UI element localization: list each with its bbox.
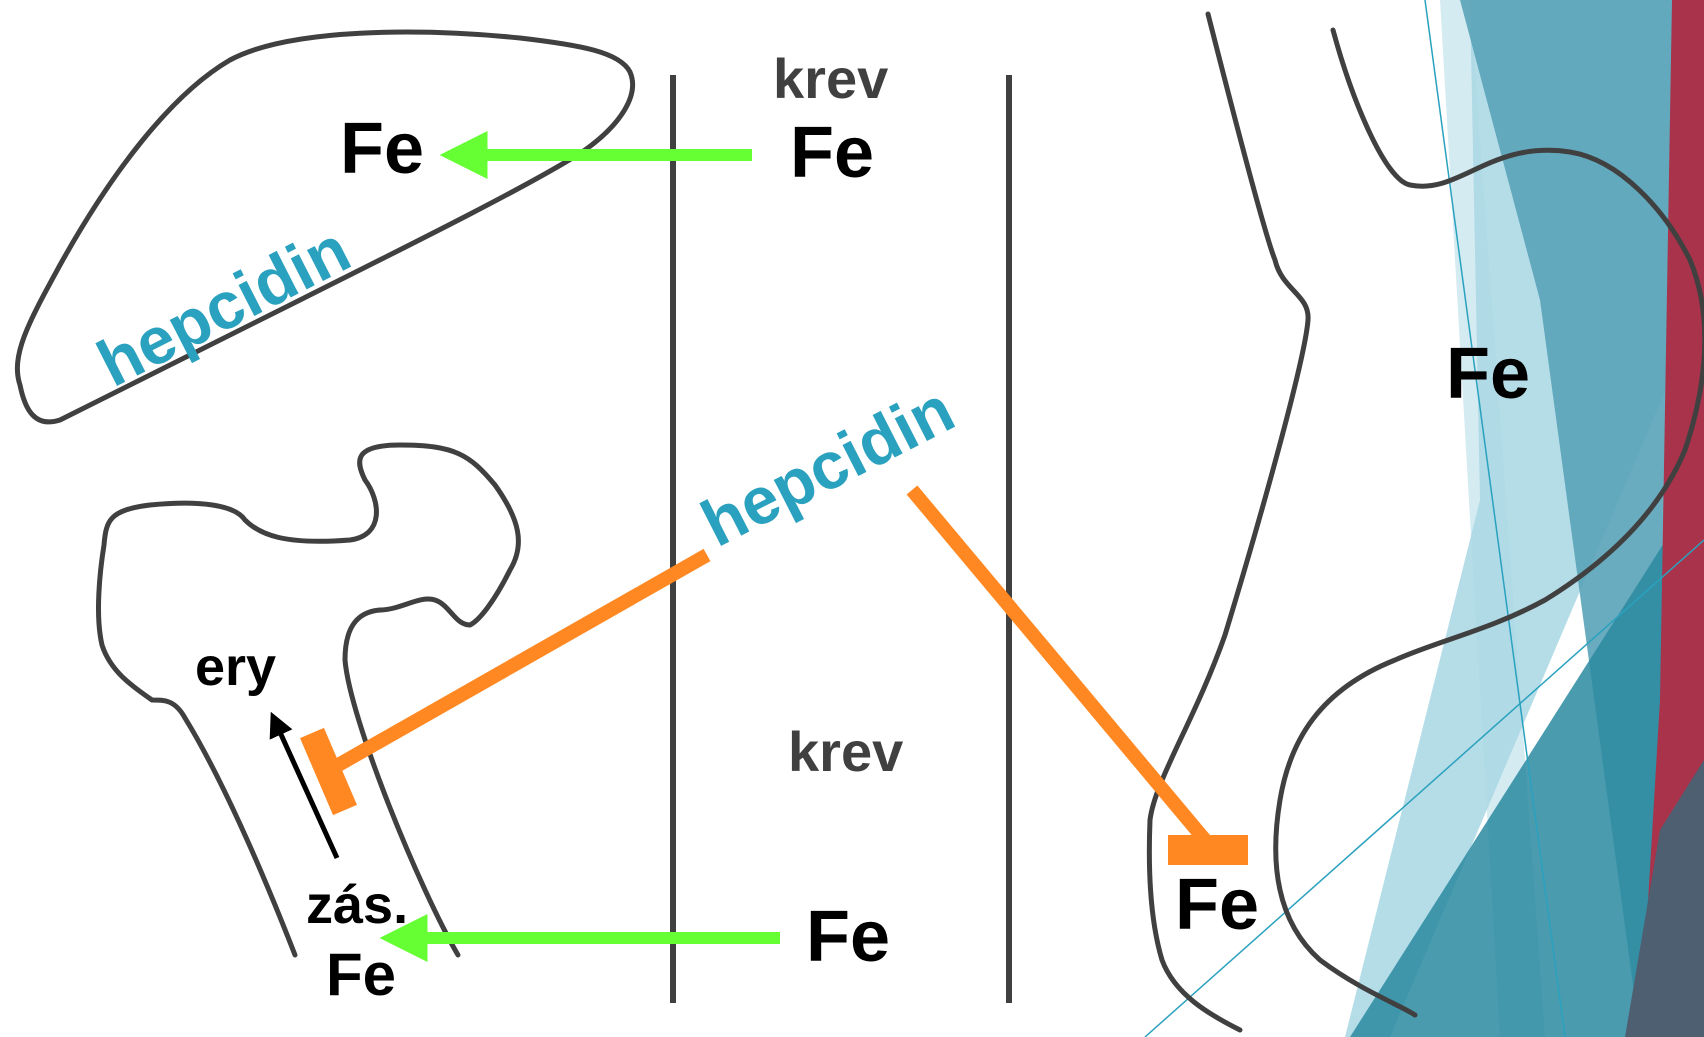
krev-top-label: krev — [773, 47, 888, 110]
krev-bottom-label: krev — [788, 720, 903, 783]
fe-gut-label: Fe — [1446, 334, 1530, 414]
hepcidin-center-label: hepcidin — [690, 371, 965, 560]
fe-enterocyte-label: Fe — [1175, 865, 1259, 945]
zas-label: zás. — [306, 875, 408, 935]
fe-liver-label: Fe — [340, 109, 424, 189]
hepcidin-liver-label: hepcidin — [86, 211, 361, 400]
fe-blood-bottom-label: Fe — [806, 897, 890, 977]
inhibition-gut — [912, 490, 1248, 865]
ery-label: ery — [195, 637, 276, 697]
inhibition-bar-gut — [1168, 835, 1248, 865]
inhibition-bar-bone — [312, 733, 345, 810]
fe-bone-label: Fe — [326, 941, 396, 1008]
fe-blood-top-label: Fe — [790, 113, 874, 193]
inhibition-bone — [312, 555, 707, 810]
